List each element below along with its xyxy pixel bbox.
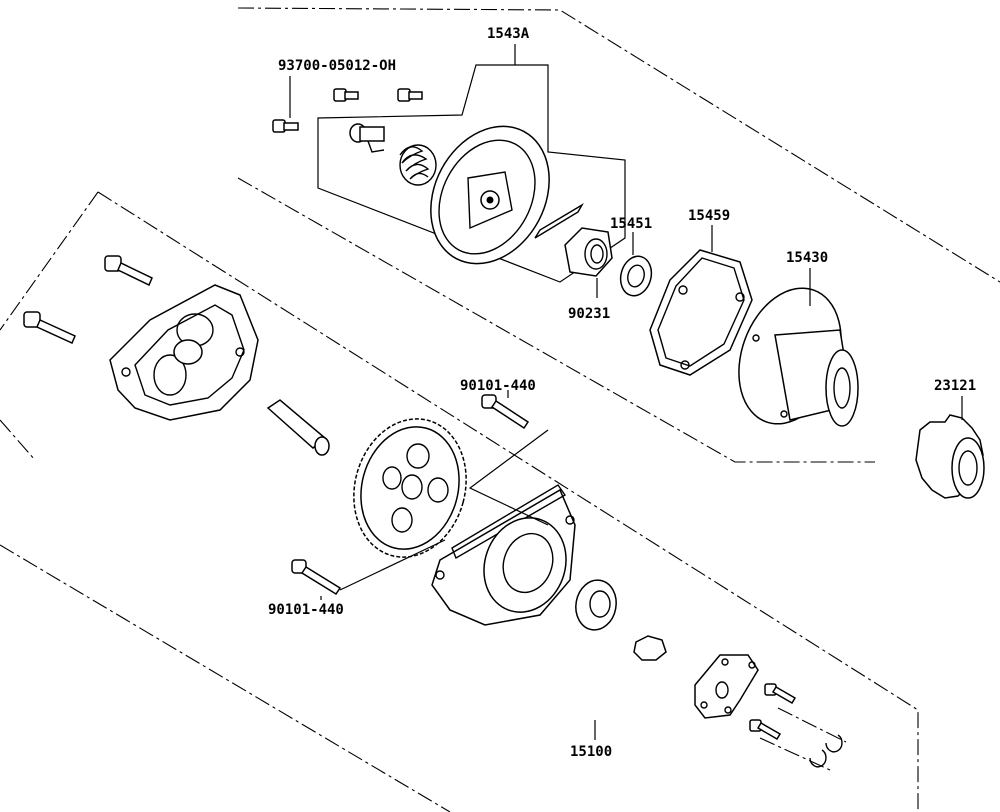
circlip-2	[809, 749, 827, 768]
castle-nut	[564, 227, 613, 277]
flat-washer	[619, 255, 653, 297]
drive-shaft	[266, 399, 330, 456]
end-plate	[694, 654, 759, 719]
relief-cover	[430, 125, 550, 265]
label-bolt-mid: 90101-440	[460, 378, 536, 394]
long-bolt-2	[23, 311, 76, 345]
screw-2	[749, 719, 782, 741]
bolt-lower	[291, 559, 342, 596]
label-pump-assy: 15100	[570, 744, 612, 760]
coil-spring	[399, 144, 437, 186]
label-nut: 90231	[568, 306, 610, 322]
pump-body	[431, 484, 576, 626]
small-bolt-2	[333, 88, 359, 102]
pin-part	[349, 123, 385, 153]
label-gasket: 15459	[688, 208, 730, 224]
label-assy-cover: 1543A	[487, 26, 530, 42]
small-bolt-3	[397, 88, 423, 102]
small-bolt-1	[272, 119, 299, 133]
leader-lines	[289, 44, 963, 740]
label-bolt-low: 90101-440	[268, 602, 344, 618]
screw-1	[764, 683, 797, 705]
screw-axis-line-1	[777, 707, 847, 743]
pump-housing	[738, 287, 859, 427]
long-bolt-1	[104, 255, 153, 287]
gasket	[649, 249, 753, 376]
assembly-boundary-lines	[0, 7, 1000, 812]
label-washer: 15451	[610, 216, 652, 232]
label-bolt-top: 93700-05012-OH	[278, 58, 396, 74]
outer-rotor	[575, 579, 617, 631]
large-gear	[353, 418, 467, 558]
label-housing: 15430	[786, 250, 828, 266]
part-labels: 93700-05012-OH 1543A 15451 15459 90231 1…	[268, 26, 976, 760]
bolt-upper	[481, 394, 530, 430]
small-gear	[915, 414, 985, 499]
screw-axis-line-2	[759, 737, 831, 771]
inner-rotor	[633, 635, 667, 661]
label-gear-small: 23121	[934, 378, 976, 394]
circlip-1	[825, 734, 843, 753]
outer-cover	[109, 284, 259, 421]
spring-clip	[534, 203, 584, 239]
